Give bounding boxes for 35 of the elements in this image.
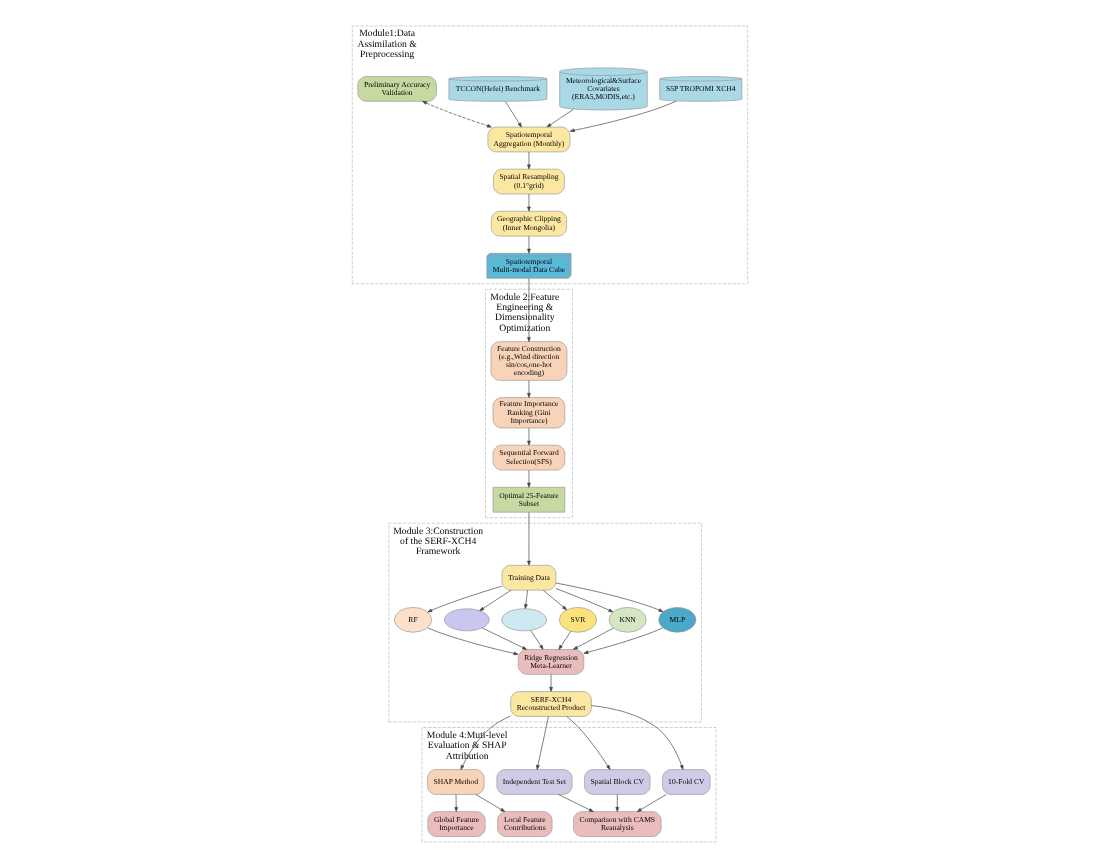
arrow bbox=[546, 109, 574, 128]
arrow bbox=[505, 101, 522, 128]
arrow bbox=[481, 627, 528, 650]
node-ellipse bbox=[501, 608, 547, 632]
arrow bbox=[549, 674, 553, 692]
arrow bbox=[583, 627, 664, 654]
arrow bbox=[542, 589, 567, 611]
arrow bbox=[555, 588, 614, 613]
arrow bbox=[536, 716, 549, 770]
arrow bbox=[615, 794, 620, 812]
arrow bbox=[479, 589, 512, 612]
arrow bbox=[527, 469, 531, 488]
arrow bbox=[569, 100, 677, 133]
arrow bbox=[460, 715, 511, 770]
arrow bbox=[524, 589, 528, 609]
arrow bbox=[527, 380, 531, 398]
arrow bbox=[591, 705, 684, 770]
arrow bbox=[422, 101, 492, 128]
arrow bbox=[454, 794, 458, 812]
arrow bbox=[427, 627, 519, 656]
arrow bbox=[566, 716, 611, 770]
arrow bbox=[527, 512, 531, 566]
arrow bbox=[527, 427, 531, 446]
arrow bbox=[530, 630, 544, 650]
arrow bbox=[555, 582, 664, 613]
arrow bbox=[527, 235, 531, 254]
arrow bbox=[636, 794, 667, 812]
arrow bbox=[527, 278, 531, 342]
arrow bbox=[572, 627, 614, 650]
arrow bbox=[558, 631, 572, 650]
arrow bbox=[558, 794, 594, 812]
arrow bbox=[475, 794, 506, 812]
arrow bbox=[427, 585, 503, 613]
arrow bbox=[527, 193, 531, 212]
arrow bbox=[527, 151, 531, 170]
